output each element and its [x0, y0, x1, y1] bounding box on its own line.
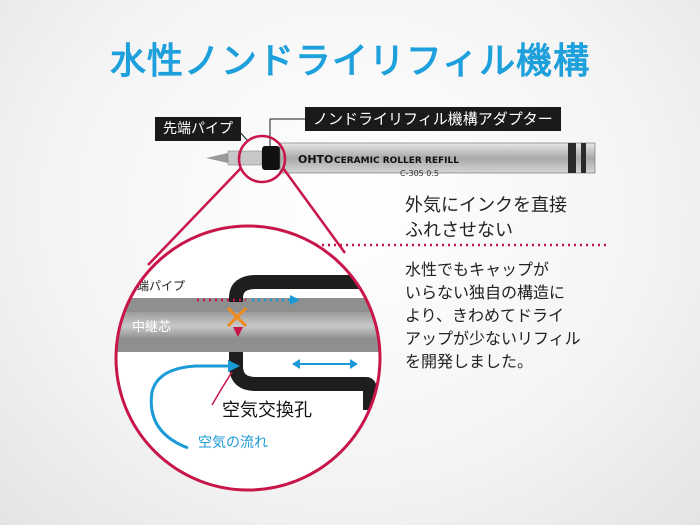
zoom-circle-border — [114, 224, 382, 492]
note2-line: アップが少ないリフィル — [405, 329, 581, 348]
barrel-band — [568, 143, 576, 173]
airflow-curve — [149, 364, 230, 450]
airflow-curve-arrowhead — [228, 360, 240, 372]
tip-pipe-leader — [236, 128, 249, 142]
zoom-detail: 先端パイプ 中継芯 空気交換孔 空気の流れ — [116, 262, 380, 451]
block-x-icon — [226, 306, 248, 328]
vent-arrowhead-left — [292, 359, 300, 369]
focus-circle — [237, 134, 287, 184]
zoom-connector-left — [147, 167, 242, 266]
note-description: 水性でもキャップがいらない独自の構造により、きわめてドライアップが少ないリフィル… — [405, 258, 605, 373]
pipe-wall-bottom — [116, 340, 380, 352]
airflow-label: 空気の流れ — [198, 435, 268, 451]
tip-pipe — [227, 150, 263, 166]
relay-core — [116, 312, 380, 340]
refill-brand: OHTO — [298, 153, 333, 166]
blocked-arrowhead — [233, 327, 243, 337]
refill-pen: OHTO CERAMIC ROLLER REFILL C-305 0.5 — [206, 142, 596, 178]
note-no-air-contact: 外気にインクを直接ふれさせない — [405, 193, 615, 243]
adapter-outline-bottom — [229, 352, 377, 410]
note2-line: を開発しました。 — [405, 352, 534, 371]
airflow-arrowhead — [290, 295, 300, 305]
refill-code: C-305 0.5 — [400, 169, 439, 178]
barrel-band — [581, 143, 586, 173]
refill-barrel — [279, 142, 596, 174]
note2-line: 水性でもキャップが — [405, 260, 550, 279]
note2-line: より、きわめてドライ — [405, 306, 565, 325]
vent-hole-label: 空気交換孔 — [222, 400, 312, 421]
adapter-leader — [269, 118, 305, 150]
refill-name: CERAMIC ROLLER REFILL — [334, 156, 459, 166]
vent-hole-leader — [211, 371, 233, 406]
tip-pipe-label: 先端パイプ — [155, 117, 241, 141]
adapter — [262, 146, 280, 170]
note1-line: ふれさせない — [405, 220, 513, 241]
pen-tip — [206, 153, 228, 163]
relay-core-label: 中継芯 — [132, 320, 171, 335]
adapter-label: ノンドライリフィル機構アダプター — [305, 107, 561, 131]
note2-line: いらない独自の構造に — [405, 283, 566, 302]
zoom-connector-right — [281, 167, 347, 254]
vent-arrowhead-right — [350, 359, 358, 369]
note1-line: 外気にインクを直接 — [405, 195, 567, 216]
page-title: 水性ノンドライリフィル機構 — [109, 41, 591, 82]
pipe-wall-top — [116, 298, 380, 312]
